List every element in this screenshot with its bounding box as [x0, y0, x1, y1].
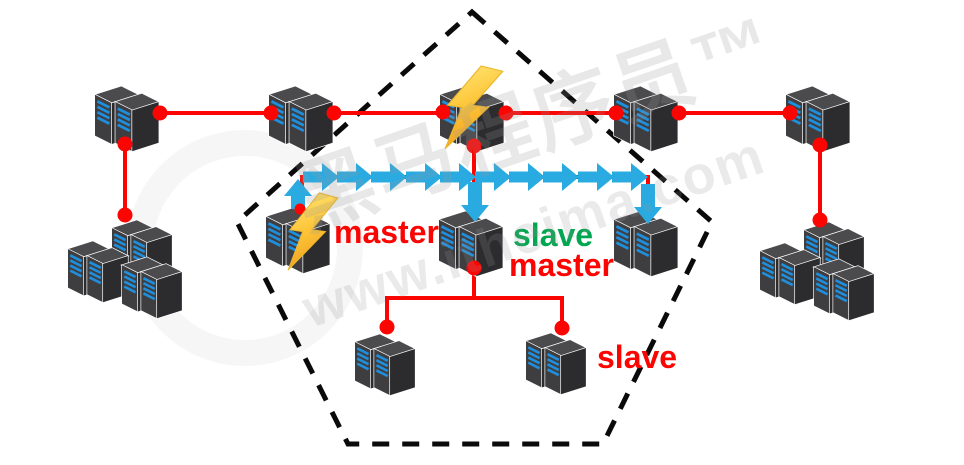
connection-dot: [435, 104, 451, 120]
server-cluster-right: [760, 222, 874, 320]
connection-dot: [152, 105, 168, 121]
sentinel-boundary-pentagon: [233, 8, 716, 447]
arrow-right-icon: [406, 163, 442, 191]
arrow-right-icon: [509, 163, 545, 191]
arrow-right-icon: [543, 163, 579, 191]
arrow-right-icon: [578, 163, 614, 191]
connection-dot: [326, 105, 342, 121]
connection-dot: [466, 138, 482, 154]
router-node-4: [614, 86, 678, 151]
connection-dot: [466, 260, 482, 276]
connection-dot: [263, 105, 279, 121]
connection-dot: [117, 136, 133, 152]
connection-dot: [608, 105, 624, 121]
connection-dot: [782, 105, 798, 121]
slave-node-bottom-left: [355, 334, 415, 395]
router-node-2: [269, 86, 333, 151]
slave-node-bottom-right: [526, 333, 586, 394]
connection-dot: [812, 137, 828, 153]
label-master-center: master: [509, 247, 614, 283]
connection-dots: [117, 104, 828, 336]
connection-dot: [812, 212, 828, 228]
connection-dot: [671, 105, 687, 121]
connection-dot: [379, 319, 395, 335]
connection-dot: [117, 207, 133, 223]
arrow-right-icon: [303, 163, 339, 191]
arrow-right-icon: [371, 163, 407, 191]
label-slave-center: slave: [513, 217, 594, 253]
server-cluster-left: [68, 220, 182, 318]
connection-dot: [294, 203, 306, 215]
connection-dot: [498, 105, 514, 121]
arrow-right-icon: [337, 163, 373, 191]
label-slave-bottom: slave: [597, 339, 678, 375]
server-nodes: [68, 86, 874, 395]
label-master-left: master: [334, 214, 439, 250]
connection-dot: [554, 320, 570, 336]
